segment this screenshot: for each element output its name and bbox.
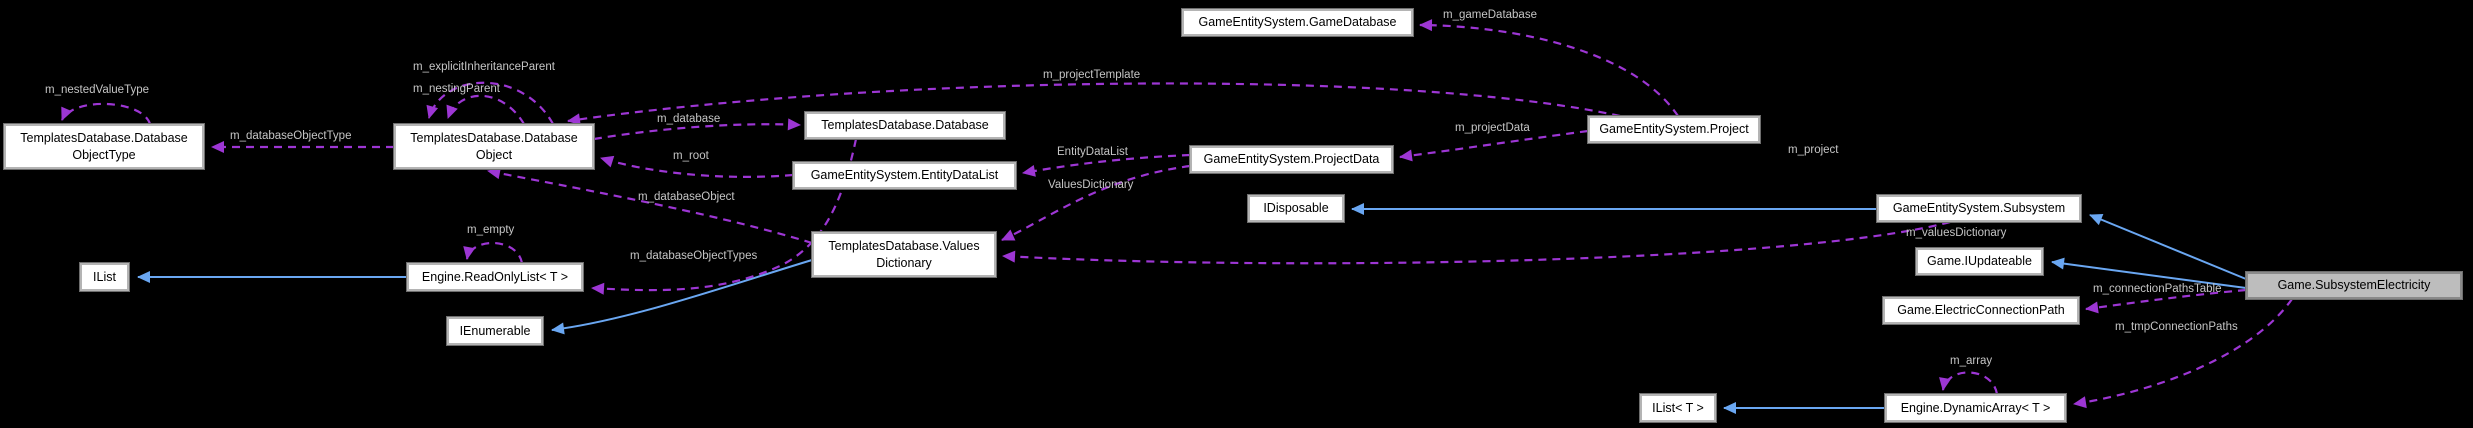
node-game-subsystemelectricity-current: Game.SubsystemElectricity <box>2245 271 2463 300</box>
node-gameentitysystem-project[interactable]: GameEntitySystem.Project <box>1587 115 1761 144</box>
edge-label-m-project: m_project <box>1788 144 1839 156</box>
node-game-electricconnectionpath[interactable]: Game.ElectricConnectionPath <box>1882 296 2080 325</box>
edge-label-m-nestingparent: m_nestingParent <box>413 83 500 95</box>
node-gameentitysystem-entitydatalist[interactable]: GameEntitySystem.EntityDataList <box>792 161 1017 190</box>
usage-edges <box>60 19 2293 409</box>
node-templatesdatabase-database[interactable]: TemplatesDatabase.Database <box>804 111 1006 140</box>
node-gameentitysystem-projectdata[interactable]: GameEntitySystem.ProjectData <box>1189 145 1394 174</box>
edge-label-m-database: m_database <box>657 113 721 125</box>
inheritance-edges <box>137 203 2247 414</box>
edge-label-m-databaseobjecttypes: m_databaseObjectTypes <box>630 250 758 262</box>
edge-label-m-databaseobjecttype: m_databaseObjectType <box>230 130 352 142</box>
node-templatesdatabase-databaseobjecttype[interactable]: TemplatesDatabase.Database ObjectType <box>3 123 205 170</box>
node-gameentitysystem-subsystem[interactable]: GameEntitySystem.Subsystem <box>1876 194 2082 223</box>
node-idisposable[interactable]: IDisposable <box>1247 194 1345 223</box>
edge-label-m-gamedatabase: m_gameDatabase <box>1443 9 1537 21</box>
edge-label-entitydatalist: EntityDataList <box>1057 146 1128 158</box>
node-ilist[interactable]: IList <box>79 262 130 292</box>
edge-label-m-projectdata: m_projectData <box>1455 122 1530 134</box>
edge-label-m-explicitinheritanceparent: m_explicitInheritanceParent <box>413 61 555 73</box>
node-templatesdatabase-databaseobject[interactable]: TemplatesDatabase.Database Object <box>393 123 595 170</box>
node-game-iupdateable[interactable]: Game.IUpdateable <box>1915 247 2044 276</box>
edge-label-m-projecttemplate: m_projectTemplate <box>1043 69 1141 81</box>
edge-label-m-array: m_array <box>1950 355 1993 367</box>
edge-label-m-tmpconnectionpaths: m_tmpConnectionPaths <box>2115 321 2238 333</box>
node-ilist-t[interactable]: IList< T > <box>1639 393 1717 423</box>
edge-label-m-empty: m_empty <box>467 224 515 236</box>
edge-label-m-nestedvaluetype: m_nestedValueType <box>45 84 149 96</box>
edge-label-valuesdictionary: ValuesDictionary <box>1048 179 1134 191</box>
node-gameentitysystem-gamedatabase[interactable]: GameEntitySystem.GameDatabase <box>1181 8 1414 37</box>
node-ienumerable[interactable]: IEnumerable <box>446 316 544 346</box>
node-engine-dynamicarray[interactable]: Engine.DynamicArray< T > <box>1884 393 2067 423</box>
node-engine-readonlylist[interactable]: Engine.ReadOnlyList< T > <box>406 262 584 292</box>
edge-label-m-databaseobject: m_databaseObject <box>638 191 735 203</box>
edge-label-m-connectionpathstable: m_connectionPathsTable <box>2093 283 2222 295</box>
edge-label-m-root: m_root <box>673 150 709 162</box>
node-templatesdatabase-valuesdictionary[interactable]: TemplatesDatabase.Values Dictionary <box>811 231 997 278</box>
edge-label-m-valuesdictionary: m_valuesDictionary <box>1906 227 2007 239</box>
